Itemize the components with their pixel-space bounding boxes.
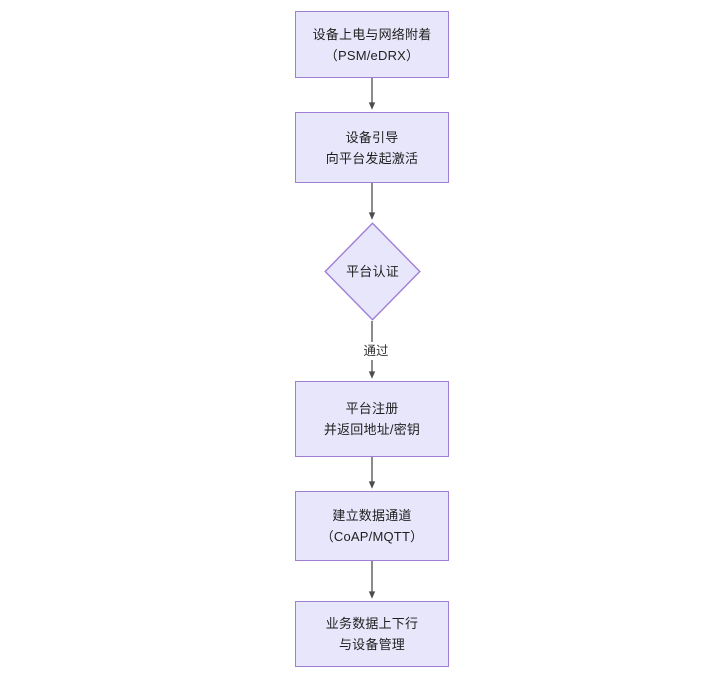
node-establish-data-channel[interactable]: 建立数据通道 （CoAP/MQTT）: [295, 491, 449, 561]
node-label: 平台认证: [346, 263, 399, 279]
node-device-bootstrap[interactable]: 设备引导 向平台发起激活: [295, 112, 449, 183]
node-device-power-on[interactable]: 设备上电与网络附着 （PSM/eDRX）: [295, 11, 449, 78]
node-label: 业务数据上下行 与设备管理: [325, 616, 419, 652]
node-business-data-and-device-management[interactable]: 业务数据上下行 与设备管理: [295, 601, 449, 667]
node-label: 平台注册 并返回地址/密钥: [323, 401, 421, 437]
edge-label-text: 通过: [363, 344, 389, 358]
node-platform-register[interactable]: 平台注册 并返回地址/密钥: [295, 381, 449, 457]
node-platform-auth-decision[interactable]: 平台认证: [324, 222, 421, 321]
diamond-shape: [324, 222, 421, 321]
edge-label-pass: 通过: [353, 342, 399, 360]
node-label: 设备引导 向平台发起激活: [325, 129, 419, 166]
node-label: 建立数据通道 （CoAP/MQTT）: [320, 508, 424, 544]
node-label: 设备上电与网络附着 （PSM/eDRX）: [312, 26, 432, 63]
